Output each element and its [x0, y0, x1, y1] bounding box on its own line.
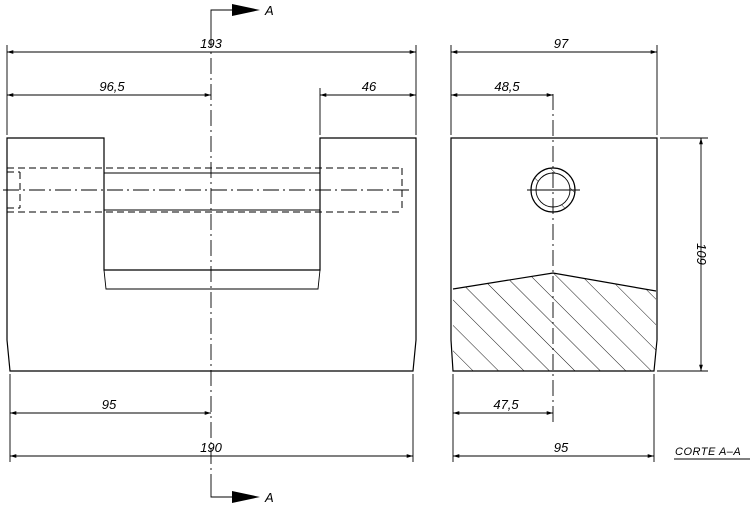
hatch-boundary — [452, 272, 657, 292]
section-caption: CORTE A–A — [675, 446, 741, 458]
section-view — [450, 94, 658, 425]
section-marker-bottom: A — [210, 475, 274, 505]
section-marker-top: A — [210, 3, 274, 32]
dim-half-bottom: 95 — [102, 397, 117, 412]
dim-section-half-top: 48,5 — [494, 79, 520, 94]
dim-section-half-bottom: 47,5 — [493, 397, 519, 412]
dim-slot-right: 46 — [362, 79, 377, 94]
section-hatch — [453, 273, 656, 371]
section-view-dimensions: 97 48,5 109 47,5 95 — [450, 36, 709, 462]
front-view-outline — [6, 137, 417, 372]
dim-section-overall-bottom: 95 — [554, 440, 569, 455]
dim-section-height: 109 — [694, 243, 709, 265]
dim-overall-bottom: 190 — [200, 440, 222, 455]
section-view-outline — [450, 137, 658, 372]
dim-section-overall-top: 97 — [554, 36, 569, 51]
dim-half-top: 96,5 — [99, 79, 125, 94]
dim-overall-top: 193 — [200, 36, 222, 51]
slot-inner-edge — [103, 269, 321, 290]
front-view — [3, 32, 417, 475]
section-label-bottom: A — [264, 490, 274, 505]
section-label-top: A — [264, 3, 274, 18]
bore-hole — [527, 167, 580, 213]
front-view-dimensions: 193 96,5 46 95 190 — [6, 36, 417, 462]
